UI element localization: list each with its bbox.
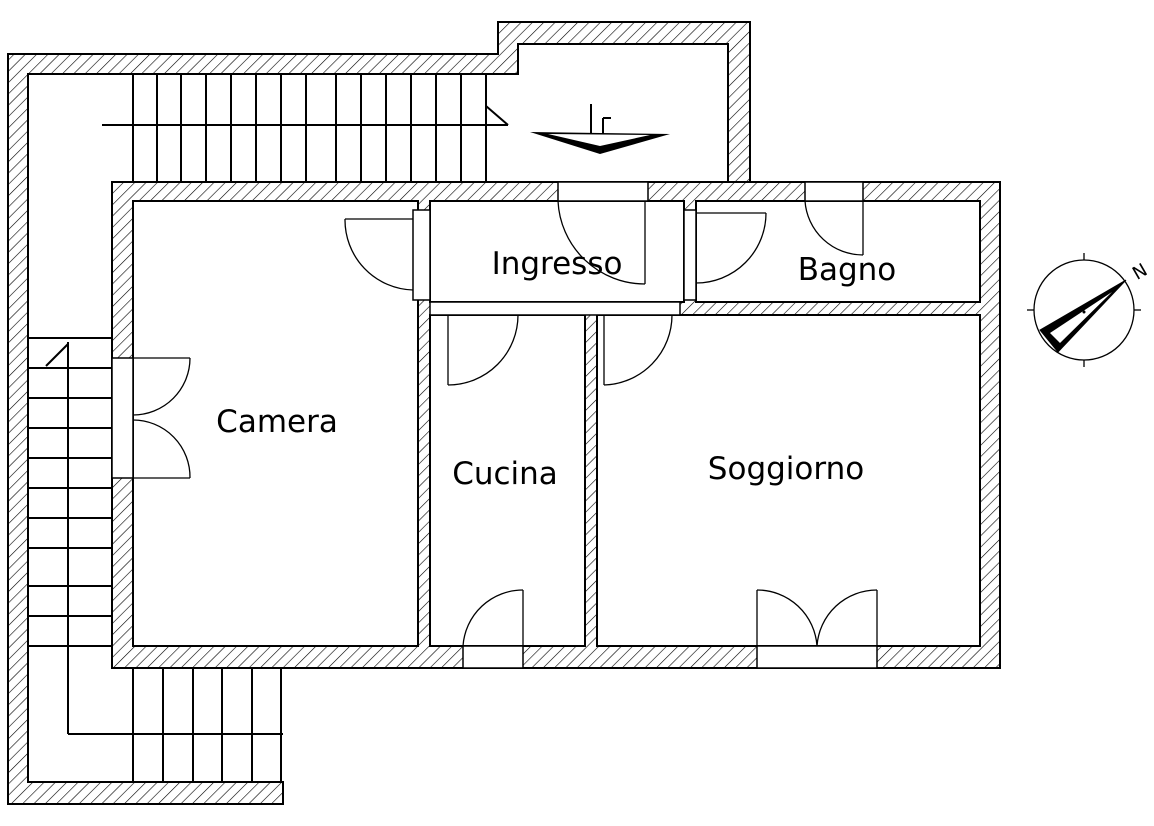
door-swings bbox=[132, 200, 878, 647]
compass-icon: N bbox=[1027, 253, 1151, 367]
house-walls bbox=[111, 181, 1001, 669]
room-label-camera: Camera bbox=[216, 404, 338, 440]
wall-openings bbox=[111, 181, 878, 669]
entrance-arrow bbox=[530, 104, 670, 154]
room-label-bagno: Bagno bbox=[798, 252, 897, 288]
outer-landing-wall bbox=[7, 21, 751, 805]
room-label-ingresso: Ingresso bbox=[492, 246, 623, 282]
stairs-bottom bbox=[68, 668, 283, 782]
room-label-soggiorno: Soggiorno bbox=[708, 451, 864, 487]
compass-north-label: N bbox=[1129, 260, 1151, 285]
stairs-left bbox=[28, 337, 112, 734]
room-label-cucina: Cucina bbox=[452, 456, 558, 492]
stairs-top bbox=[102, 74, 509, 182]
